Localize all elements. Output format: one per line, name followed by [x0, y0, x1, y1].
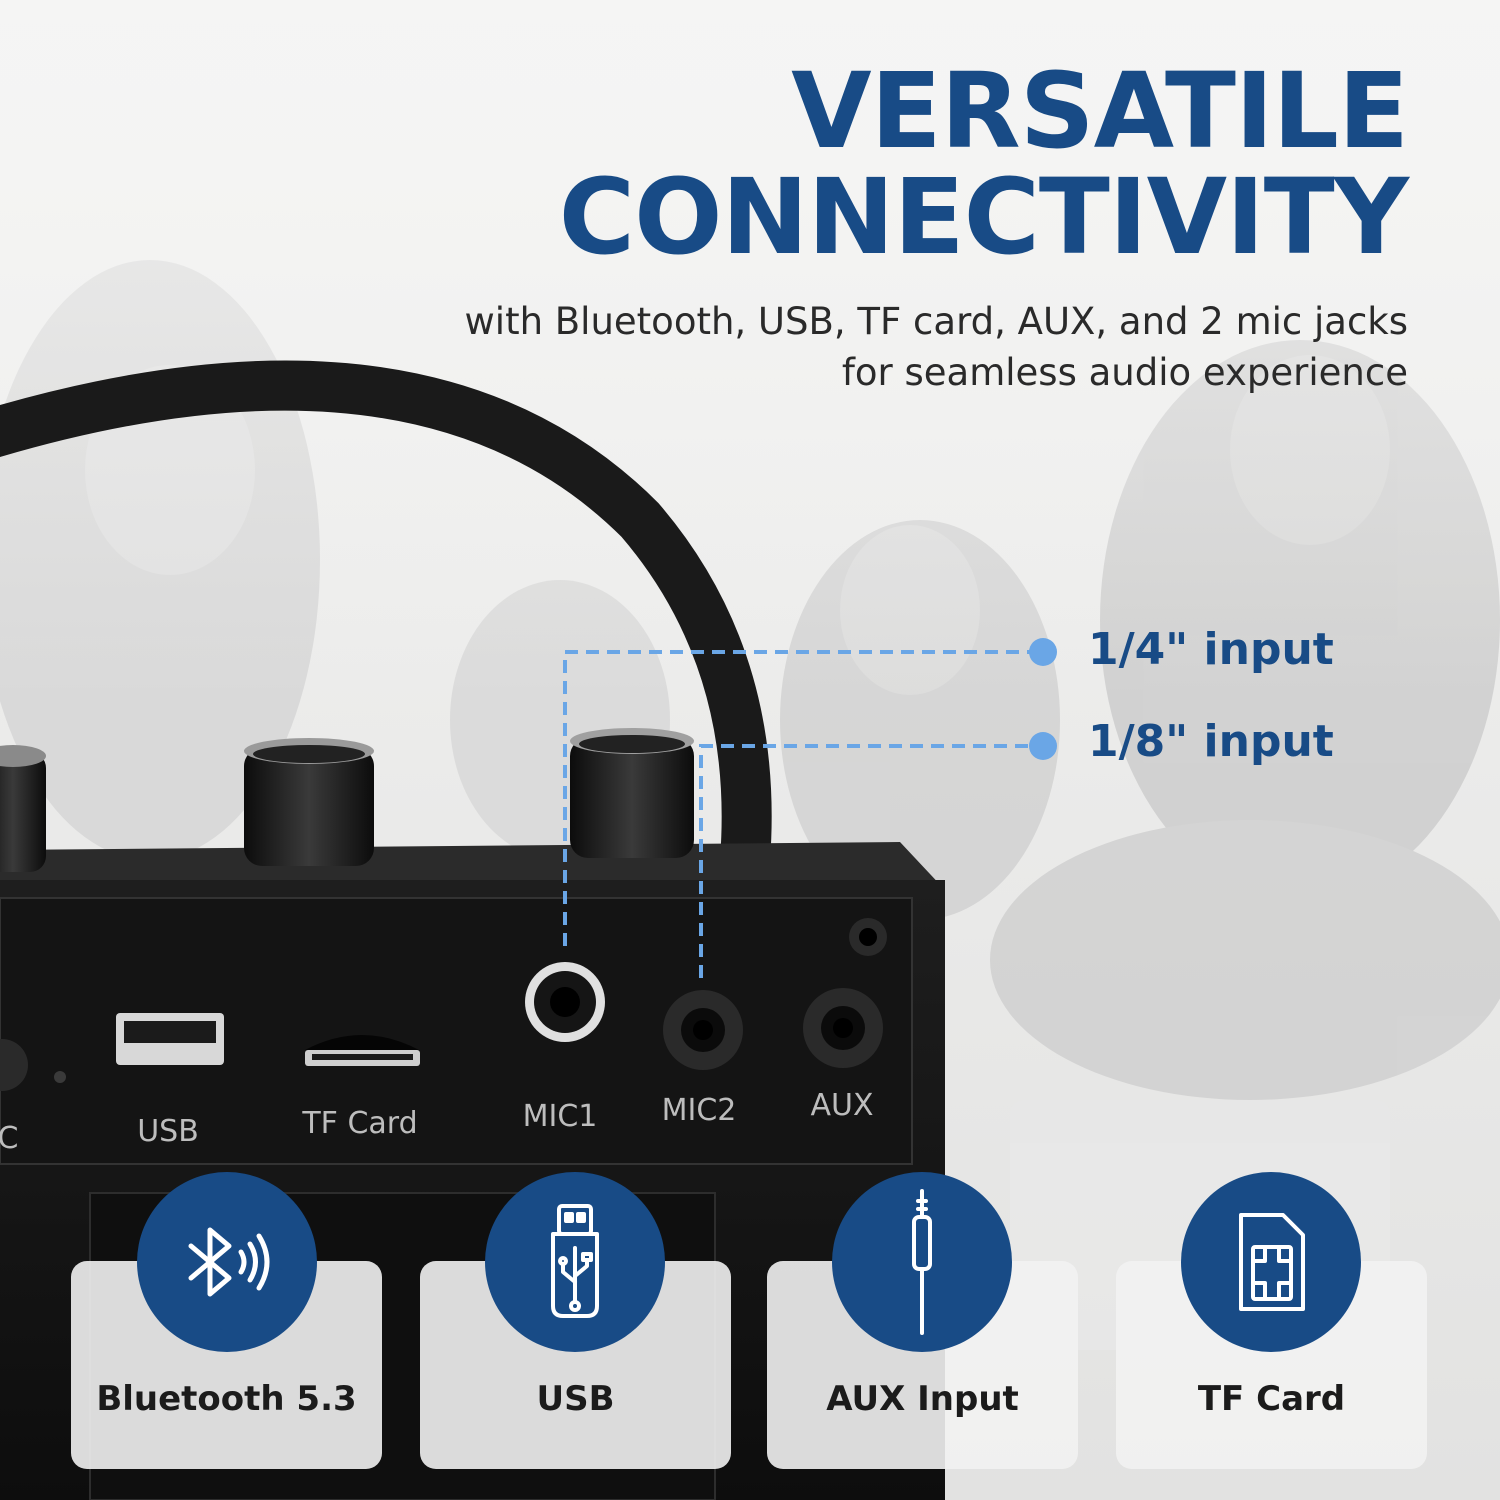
callout-line-quarter	[563, 650, 1043, 946]
feature-label: TF Card	[1197, 1379, 1346, 1419]
mic1-jack	[525, 962, 605, 1042]
panel-label-aux: AUX	[810, 1088, 873, 1123]
callout-dot-quarter	[1029, 638, 1057, 666]
panel-label-mic2: MIC2	[662, 1093, 737, 1128]
feature-label: USB	[536, 1379, 615, 1419]
left-edge-jack	[0, 1039, 28, 1091]
panel-label-mic1: MIC1	[523, 1099, 598, 1134]
subtitle-line-1: with Bluetooth, USB, TF card, AUX, and 2…	[464, 300, 1408, 343]
usb-icon-badge	[485, 1172, 665, 1352]
mic2-jack	[663, 990, 743, 1070]
aux-icon-badge	[832, 1172, 1012, 1352]
small-jack	[849, 918, 887, 956]
bluetooth-icon	[188, 1227, 270, 1297]
feature-label: AUX Input	[826, 1379, 1019, 1419]
volume-knobs	[0, 728, 694, 872]
tf-card-slot	[305, 1035, 420, 1066]
headline-line-2: CONNECTIVITY	[558, 156, 1409, 278]
aux-jack	[803, 988, 883, 1068]
callout-line-eighth	[699, 744, 1043, 978]
sd-card-icon	[1239, 1213, 1305, 1311]
usb-drive-icon	[551, 1204, 599, 1318]
headline-line-1: VERSATILE	[791, 50, 1409, 172]
callout-lines	[563, 650, 1043, 978]
indicator-led	[54, 1071, 66, 1083]
bluetooth-icon-badge	[137, 1172, 317, 1352]
headline: VERSATILE CONNECTIVITY	[558, 50, 1409, 278]
speaker-handle	[0, 360, 772, 885]
panel-label-usb: USB	[137, 1114, 199, 1149]
usb-port	[116, 1013, 224, 1065]
callout-dot-eighth	[1029, 732, 1057, 760]
top-fade	[0, 0, 1500, 700]
panel-label-c: C	[0, 1121, 18, 1156]
aux-cable-icon	[912, 1189, 932, 1335]
subtitle: with Bluetooth, USB, TF card, AUX, and 2…	[465, 296, 1408, 398]
feature-label: Bluetooth 5.3	[96, 1379, 357, 1419]
callout-eighth-input: 1/8" input	[1088, 716, 1334, 767]
callout-quarter-input: 1/4" input	[1088, 624, 1334, 675]
tf-icon-badge	[1181, 1172, 1361, 1352]
subtitle-line-2: for seamless audio experience	[841, 351, 1408, 394]
panel-label-tf: TF Card	[301, 1106, 417, 1141]
